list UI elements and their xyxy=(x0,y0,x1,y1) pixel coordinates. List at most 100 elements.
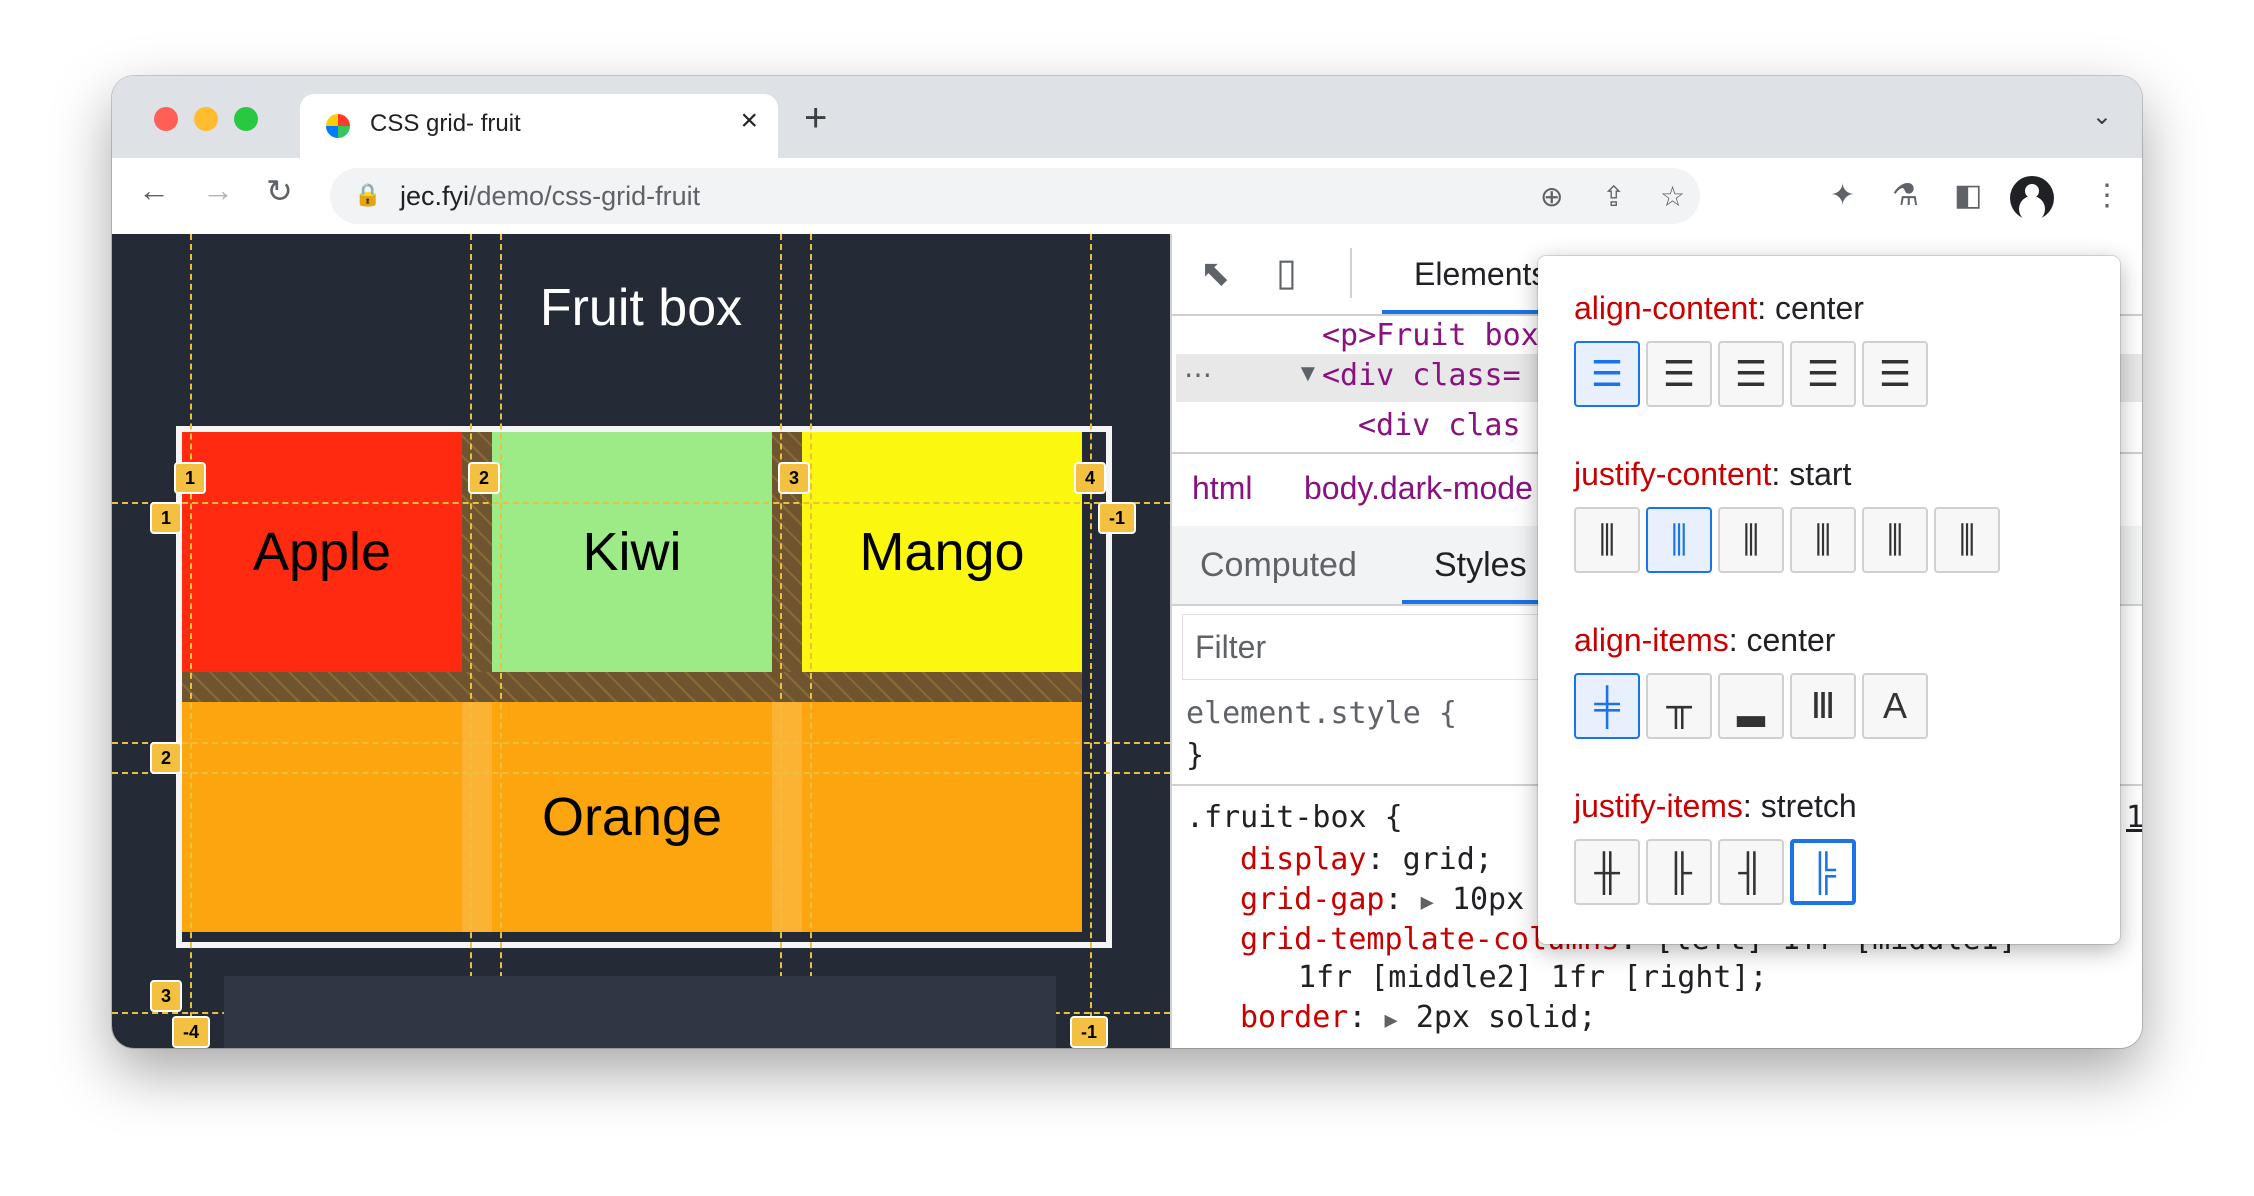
align-content-section: align-content: center ☰ ☰ ☰ ☰ ☰ xyxy=(1574,290,1934,407)
grid-line-badge: -1 xyxy=(1098,502,1136,534)
filter-placeholder: Filter xyxy=(1195,629,1267,665)
back-icon[interactable]: ← xyxy=(138,172,170,208)
tab-elements[interactable]: Elements xyxy=(1414,256,1548,292)
cell-label: Kiwi xyxy=(582,522,682,582)
minimize-window-button[interactable] xyxy=(194,107,218,131)
property-value: stretch xyxy=(1760,788,1857,824)
justify-content-space-between-icon[interactable]: ⫼ xyxy=(1790,507,1856,573)
grid-line-badge: 2 xyxy=(468,462,500,494)
grid-line xyxy=(500,234,502,1048)
flexbox-grid-editor-popup: align-content: center ☰ ☰ ☰ ☰ ☰ justify-… xyxy=(1538,256,2120,944)
share-icon[interactable]: ⇪ xyxy=(1602,181,1626,212)
justify-items-section: justify-items: stretch ╫ ╟ ╢ ╠ xyxy=(1574,788,1862,905)
style-property[interactable]: display: grid; xyxy=(1240,842,1493,877)
reload-icon[interactable]: ↻ xyxy=(266,173,293,209)
source-line-link[interactable]: 1 xyxy=(2126,800,2142,835)
property-name: justify-content xyxy=(1574,456,1772,492)
toolbar-divider xyxy=(1350,248,1352,298)
chevron-down-icon[interactable]: ⌄ xyxy=(2091,103,2112,130)
grid-line xyxy=(112,742,1170,744)
grid-gap-overlay xyxy=(772,702,802,932)
labs-flask-icon[interactable]: ⚗ xyxy=(1892,179,1919,212)
grid-line xyxy=(780,234,782,1048)
align-items-end-icon[interactable]: ▂ xyxy=(1718,673,1784,739)
expand-triangle-icon[interactable]: ▼ xyxy=(1296,360,1320,387)
justify-items-start-icon[interactable]: ╟ xyxy=(1646,839,1712,905)
filter-input[interactable]: Filter xyxy=(1182,614,1554,680)
new-tab-icon[interactable]: + xyxy=(804,96,828,140)
extensions-icon[interactable]: ✦ xyxy=(1830,179,1856,212)
section-label: align-content: center xyxy=(1574,290,1864,326)
tab-strip: CSS grid- fruit × + ⌄ xyxy=(112,76,2142,158)
breadcrumb-item-body[interactable]: body.dark-mode xyxy=(1304,470,1533,506)
property-value: center xyxy=(1746,622,1836,658)
align-items-stretch-icon[interactable]: Ⅲ xyxy=(1790,673,1856,739)
align-items-start-icon[interactable]: ╥ xyxy=(1646,673,1712,739)
tab-computed[interactable]: Computed xyxy=(1200,546,1357,584)
tab-styles[interactable]: Styles xyxy=(1434,546,1527,584)
cell-label: Apple xyxy=(252,522,392,582)
close-window-button[interactable] xyxy=(154,107,178,131)
lock-icon: 🔒 xyxy=(354,182,382,207)
justify-items-stretch-icon[interactable]: ╠ xyxy=(1790,839,1856,905)
forward-icon[interactable]: → xyxy=(202,172,234,208)
property-value: start xyxy=(1789,456,1852,492)
url-path: /demo/css-grid-fruit xyxy=(469,181,701,211)
justify-content-space-around-icon[interactable]: ⫼ xyxy=(1862,507,1928,573)
browser-window: CSS grid- fruit × + ⌄ ← → ↻ 🔒 jec.fyi/de… xyxy=(112,76,2142,1048)
justify-content-space-evenly-icon[interactable]: ⫼ xyxy=(1934,507,2000,573)
address-bar[interactable]: 🔒 jec.fyi/demo/css-grid-fruit ⊕ ⇪ ☆ xyxy=(330,168,1700,224)
align-content-center-icon[interactable]: ☰ xyxy=(1574,341,1640,407)
page-title: Fruit box xyxy=(539,279,743,337)
align-content-space-evenly-icon[interactable]: ☰ xyxy=(1790,341,1856,407)
section-label: align-items: center xyxy=(1574,622,1836,658)
align-items-center-icon[interactable]: ╪ xyxy=(1574,673,1640,739)
align-content-space-around-icon[interactable]: ☰ xyxy=(1718,341,1784,407)
justify-content-end-icon[interactable]: ⫼ xyxy=(1718,507,1784,573)
grid-line-badge: 2 xyxy=(150,742,182,774)
bookmark-star-icon[interactable]: ☆ xyxy=(1660,181,1686,212)
grid-line xyxy=(112,772,1170,774)
cell-label: Orange xyxy=(541,787,723,847)
dom-text: <div class= xyxy=(1322,358,1521,393)
grid-gap-overlay xyxy=(182,672,1082,702)
device-toolbar-icon[interactable]: ▯ xyxy=(1276,252,1297,294)
zoom-icon[interactable]: ⊕ xyxy=(1540,181,1564,212)
inspect-element-icon[interactable]: ⬉ xyxy=(1200,252,1231,293)
maximize-window-button[interactable] xyxy=(234,107,258,131)
style-property[interactable]: grid-gap: ▶ 10px xyxy=(1240,882,1525,917)
dom-line[interactable]: <p>Fruit box xyxy=(1322,318,1539,353)
kebab-menu-icon[interactable]: ⋮ xyxy=(2092,179,2122,212)
next-section-box xyxy=(224,976,1056,1048)
side-panel-icon[interactable]: ◧ xyxy=(1954,179,1983,212)
tab-title: CSS grid- fruit xyxy=(370,110,521,137)
style-rule-selector[interactable]: .fruit-box { xyxy=(1186,800,1403,835)
browser-toolbar: ← → ↻ 🔒 jec.fyi/demo/css-grid-fruit ⊕ ⇪ … xyxy=(112,158,2142,236)
justify-items-end-icon[interactable]: ╢ xyxy=(1718,839,1784,905)
button-row: ⫼ ⫼ ⫼ ⫼ ⫼ ⫼ xyxy=(1574,507,2006,573)
grid-cell-mango: Mango xyxy=(802,432,1082,672)
more-dots-icon[interactable]: ⋯ xyxy=(1184,359,1212,390)
grid-gap-overlay xyxy=(462,702,492,932)
button-row: ╪ ╥ ▂ Ⅲ A xyxy=(1574,673,1934,739)
align-content-space-between-icon[interactable]: ☰ xyxy=(1646,341,1712,407)
justify-items-center-icon[interactable]: ╫ xyxy=(1574,839,1640,905)
style-rule-element[interactable]: element.style { xyxy=(1186,696,1457,731)
justify-content-start-icon[interactable]: ⫼ xyxy=(1646,507,1712,573)
grid-cell-kiwi: Kiwi xyxy=(492,432,772,672)
justify-content-center-icon[interactable]: ⫼ xyxy=(1574,507,1640,573)
active-tab-indicator xyxy=(1402,600,1542,604)
tab-close-icon[interactable]: × xyxy=(740,104,758,137)
align-items-baseline-icon[interactable]: A xyxy=(1862,673,1928,739)
profile-avatar[interactable] xyxy=(2010,176,2054,220)
breadcrumb-item-html[interactable]: html xyxy=(1192,470,1253,506)
style-property[interactable]: border: ▶ 2px solid; xyxy=(1240,1000,1597,1035)
button-row: ╫ ╟ ╢ ╠ xyxy=(1574,839,1862,905)
expand-triangle-icon[interactable]: ▶ xyxy=(1384,1008,1398,1033)
expand-triangle-icon[interactable]: ▶ xyxy=(1420,890,1434,915)
dom-line[interactable]: <div clas xyxy=(1358,408,1521,443)
property-value: 10px xyxy=(1451,882,1525,917)
property-value: center xyxy=(1775,290,1864,326)
align-content-stretch-icon[interactable]: ☰ xyxy=(1862,341,1928,407)
browser-tab[interactable]: CSS grid- fruit × xyxy=(300,94,778,158)
